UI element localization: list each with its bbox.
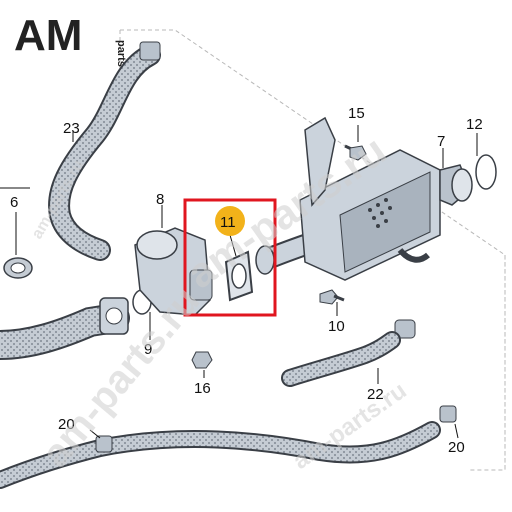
callout-20-left: 20 (58, 416, 75, 433)
callout-9: 9 (144, 341, 152, 358)
hose-clamp (139, 41, 161, 61)
svg-text:AM: AM (14, 11, 82, 60)
bolt-10 (319, 289, 345, 305)
callout-20-right: 20 (448, 439, 465, 456)
hose-clamp-22 (394, 319, 416, 339)
gasket-11 (224, 250, 254, 302)
bolt-15 (344, 144, 367, 161)
callout-16: 16 (194, 380, 211, 397)
callout-7: 7 (437, 133, 445, 150)
pipe-flange (99, 297, 129, 335)
hose-clamp-20-left (95, 435, 113, 453)
highlight-box (183, 198, 277, 317)
callout-22: 22 (367, 386, 384, 403)
callout-8: 8 (156, 191, 164, 208)
gasket-12 (475, 154, 497, 190)
clamp-6 (0, 187, 33, 279)
callout-15: 15 (348, 105, 365, 122)
highlight-badge (215, 206, 245, 236)
assembly-outline (119, 29, 506, 471)
callout-12: 12 (466, 116, 483, 133)
hose-clamp-20-right (439, 405, 457, 423)
egr-valve-8 (134, 227, 213, 316)
svg-text:parts: parts (115, 40, 127, 67)
am-parts-logo: AM parts (14, 11, 127, 67)
callout-10: 10 (328, 318, 345, 335)
callout-6: 6 (10, 194, 18, 211)
callout-11: 11 (220, 214, 236, 231)
callout-23: 23 (63, 120, 80, 137)
egr-cooler-7 (299, 116, 473, 281)
nut-16 (191, 351, 213, 369)
